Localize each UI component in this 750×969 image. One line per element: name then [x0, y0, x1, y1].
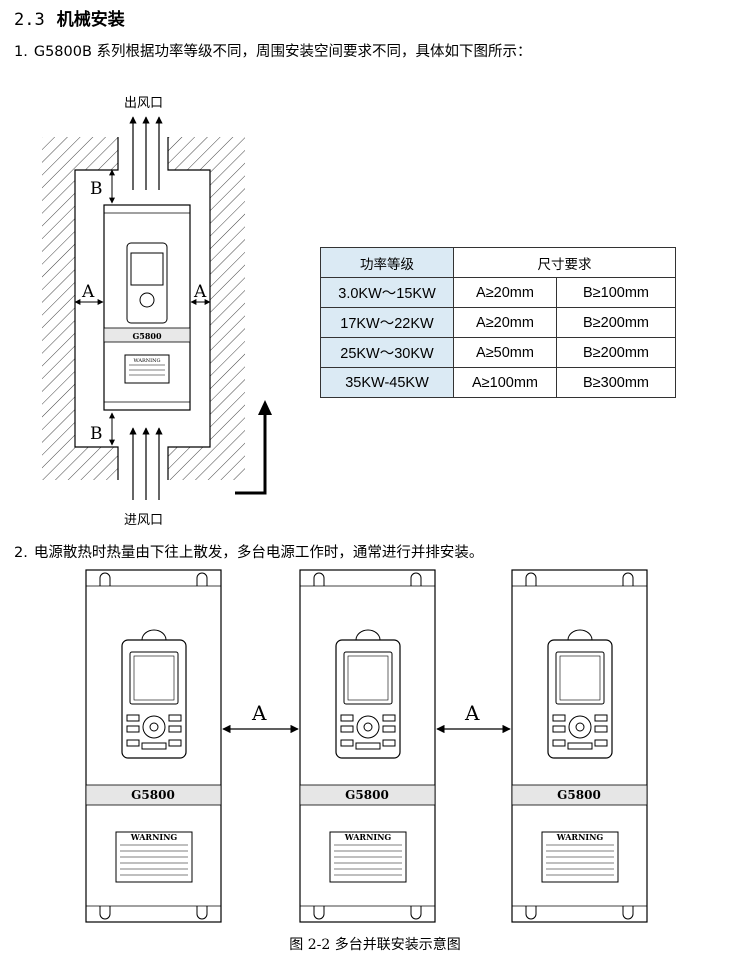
- cell-b: B≥300mm: [556, 367, 676, 398]
- gap-a-label-right: A: [464, 701, 480, 725]
- cell-power: 3.0KW～15KW: [320, 277, 454, 308]
- top-gap-b-label: B: [90, 179, 103, 199]
- left-gap-a-label: A: [81, 282, 95, 302]
- unit-2-warning: WARNING: [344, 832, 392, 842]
- outlet-label: 出风口: [124, 96, 164, 111]
- inlet-arrows: [129, 427, 163, 500]
- item-2: 2. 电源散热时热量由下往上散发，多台电源工作时，通常进行并排安装。: [14, 541, 483, 562]
- bottom-gap-b-label: B: [90, 424, 103, 444]
- cell-b: B≥200mm: [556, 337, 676, 368]
- inverter-unit-3: [511, 569, 648, 923]
- cell-a: A≥50mm: [453, 337, 557, 368]
- unit-3-warning: WARNING: [556, 832, 604, 842]
- section-heading: 2.3 机械安装: [14, 5, 125, 30]
- cell-a: A≥20mm: [453, 307, 557, 338]
- item-1: 1. G5800B 系列根据功率等级不同，周围安装空间要求不同，具体如下图所示：: [14, 40, 532, 61]
- inverter-device: [103, 204, 191, 411]
- right-gap-a-label: A: [193, 282, 207, 302]
- item-1-number: 1.: [14, 44, 28, 60]
- clearance-diagram: G5800 WARNING B B A A: [42, 116, 272, 500]
- right-wall-hatch: [168, 137, 245, 480]
- figure-caption: 图 2-2 多台并联安装示意图: [289, 937, 461, 953]
- table-row: 3.0KW～15KW A≥20mm B≥100mm: [320, 277, 676, 308]
- table-row: 35KW-45KW A≥100mm B≥300mm: [320, 367, 676, 398]
- section-title: 机械安装: [56, 10, 125, 30]
- cell-a: A≥100mm: [453, 367, 557, 398]
- header-power-level: 功率等级: [320, 247, 454, 278]
- clearance-table: 功率等级 尺寸要求 3.0KW～15KW A≥20mm B≥100mm 17KW…: [320, 247, 676, 398]
- outlet-arrows: [129, 116, 163, 190]
- cell-power: 25KW～30KW: [320, 337, 454, 368]
- cell-a: A≥20mm: [453, 277, 557, 308]
- unit-1-warning: WARNING: [130, 832, 178, 842]
- section-number: 2.3: [14, 10, 45, 30]
- cell-power: 17KW～22KW: [320, 307, 454, 338]
- item-2-number: 2.: [14, 545, 28, 561]
- cell-power: 35KW-45KW: [320, 367, 454, 398]
- table-header-row: 功率等级 尺寸要求: [320, 247, 676, 278]
- table-row: 17KW～22KW A≥20mm B≥200mm: [320, 307, 676, 338]
- unit-3-brand: G5800: [557, 788, 601, 802]
- inlet-label: 进风口: [124, 513, 164, 528]
- airflow-direction-arrow: [235, 410, 267, 495]
- table-row: 25KW～30KW A≥50mm B≥200mm: [320, 337, 676, 368]
- gap-a-label-left: A: [251, 701, 267, 725]
- unit-2-brand: G5800: [345, 788, 389, 802]
- cell-b: B≥100mm: [556, 277, 676, 308]
- inverter-unit-2: [299, 569, 436, 923]
- device-warning: WARNING: [134, 358, 161, 364]
- device-brand: G5800: [132, 331, 162, 341]
- left-wall-hatch: [42, 137, 118, 480]
- parallel-install-diagram: G5800 G5800 G5800 WARNING WARNING WARNIN…: [85, 569, 648, 923]
- header-size-requirement: 尺寸要求: [453, 247, 676, 278]
- item-1-text: G5800B 系列根据功率等级不同，周围安装空间要求不同，具体如下图所示：: [33, 44, 532, 60]
- inverter-unit-1: [85, 569, 222, 923]
- unit-1-brand: G5800: [131, 788, 175, 802]
- cell-b: B≥200mm: [556, 307, 676, 338]
- item-2-text: 电源散热时热量由下往上散发，多台电源工作时，通常进行并排安装。: [33, 545, 484, 561]
